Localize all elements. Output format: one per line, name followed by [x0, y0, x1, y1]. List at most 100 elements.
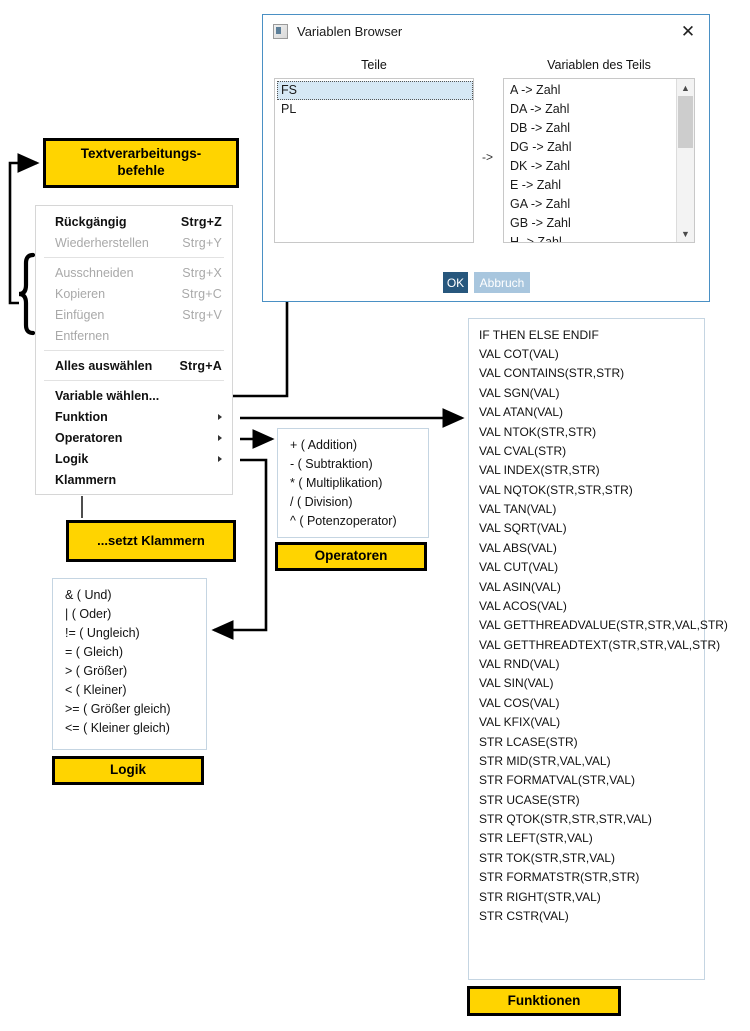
list-item[interactable]: DK -> Zahl: [510, 159, 571, 173]
menu-item-label: Kopieren: [55, 286, 106, 301]
cancel-button[interactable]: Abbruch: [474, 272, 530, 293]
operatoren-list[interactable]: + ( Addition) - ( Subtraktion) * ( Multi…: [277, 428, 429, 538]
list-item[interactable]: STR LEFT(STR,VAL): [479, 831, 593, 846]
list-item[interactable]: VAL ACOS(VAL): [479, 598, 567, 613]
chevron-right-icon: [218, 434, 222, 441]
menu-item-accel: Strg+A: [179, 358, 222, 373]
list-item[interactable]: > ( Größer): [65, 663, 128, 678]
menu-item-label: Operatoren: [55, 430, 123, 445]
list-item[interactable]: VAL GETTHREADTEXT(STR,STR,VAL,STR): [479, 637, 721, 652]
list-item[interactable]: VAL CONTAINS(STR,STR): [479, 366, 625, 381]
menu-item-wiederherstellen: Wiederherstellen Strg+Y: [36, 232, 232, 253]
menu-item-label: Einfügen: [55, 307, 105, 322]
funktionen-list[interactable]: IF THEN ELSE ENDIF VAL COT(VAL) VAL CONT…: [468, 318, 728, 980]
list-item[interactable]: DB -> Zahl: [510, 121, 571, 135]
list-item[interactable]: STR TOK(STR,STR,VAL): [479, 850, 616, 865]
list-item[interactable]: VAL INDEX(STR,STR): [479, 463, 600, 478]
list-item[interactable]: IF THEN ELSE ENDIF: [479, 327, 599, 342]
list-item[interactable]: != ( Ungleich): [65, 625, 140, 640]
list-item[interactable]: STR CSTR(VAL): [479, 908, 569, 923]
parts-listbox[interactable]: FS PL: [274, 78, 474, 243]
menu-item-variable-waehlen[interactable]: Variable wählen...: [36, 385, 232, 406]
menu-item-klammern[interactable]: Klammern: [36, 469, 232, 490]
list-item[interactable]: PL: [281, 102, 297, 116]
list-item[interactable]: VAL CUT(VAL): [479, 560, 559, 575]
list-item[interactable]: E -> Zahl: [510, 178, 562, 192]
menu-item-logik[interactable]: Logik: [36, 448, 232, 469]
transfer-arrow-marker: ->: [482, 150, 494, 164]
list-item[interactable]: A -> Zahl: [510, 83, 561, 97]
list-item[interactable]: / ( Division): [290, 494, 353, 509]
menu-item-label: Funktion: [55, 409, 108, 424]
list-item[interactable]: | ( Oder): [65, 606, 112, 621]
list-item[interactable]: VAL COT(VAL): [479, 347, 559, 362]
list-item[interactable]: VAL RND(VAL): [479, 657, 560, 672]
ok-button[interactable]: OK: [443, 272, 468, 293]
chevron-down-icon[interactable]: ▼: [677, 225, 694, 242]
scrollbar-thumb[interactable]: [678, 96, 693, 148]
menu-item-label: Klammern: [55, 472, 117, 487]
column-header-teile: Teile: [361, 58, 387, 72]
menu-item-funktion[interactable]: Funktion: [36, 406, 232, 427]
menu-item-operatoren[interactable]: Operatoren: [36, 427, 232, 448]
list-item[interactable]: * ( Multiplikation): [290, 475, 383, 490]
list-item[interactable]: STR MID(STR,VAL,VAL): [479, 753, 611, 768]
list-item[interactable]: VAL ASIN(VAL): [479, 579, 561, 594]
list-item[interactable]: DG -> Zahl: [510, 140, 572, 154]
menu-item-accel: Strg+X: [182, 265, 222, 280]
close-icon[interactable]: ✕: [680, 21, 696, 41]
menu-item-label: Alles auswählen: [55, 358, 153, 373]
annotation-logik: Logik: [52, 756, 204, 785]
list-item[interactable]: GA -> Zahl: [510, 197, 571, 211]
menu-item-kopieren: Kopieren Strg+C: [36, 283, 232, 304]
menu-item-label: Entfernen: [55, 328, 110, 343]
list-item[interactable]: + ( Addition): [290, 437, 358, 452]
list-item[interactable]: VAL GETTHREADVALUE(STR,STR,VAL,STR): [479, 618, 728, 633]
list-item[interactable]: STR FORMATSTR(STR,STR): [479, 870, 640, 885]
list-item[interactable]: ^ ( Potenzoperator): [290, 513, 397, 528]
context-menu[interactable]: Rückgängig Strg+Z Wiederherstellen Strg+…: [35, 205, 233, 495]
list-item[interactable]: VAL SIN(VAL): [479, 676, 554, 691]
list-item[interactable]: STR RIGHT(STR,VAL): [479, 889, 601, 904]
variables-list-inner: A -> Zahl DA -> Zahl DB -> Zahl DG -> Za…: [504, 79, 677, 243]
list-item[interactable]: VAL NQTOK(STR,STR,STR): [479, 482, 633, 497]
dialog-titlebar[interactable]: Variablen Browser ✕: [263, 15, 709, 47]
list-item[interactable]: - ( Subtraktion): [290, 456, 373, 471]
menu-item-rueckgaengig[interactable]: Rückgängig Strg+Z: [36, 211, 232, 232]
parts-list-inner: FS PL: [275, 79, 473, 119]
list-item[interactable]: VAL KFIX(VAL): [479, 715, 561, 730]
list-item[interactable]: STR FORMATVAL(STR,VAL): [479, 773, 636, 788]
list-item[interactable]: VAL ABS(VAL): [479, 540, 557, 555]
window-app-icon: [273, 23, 288, 39]
menu-item-accel: Strg+Y: [182, 235, 222, 250]
list-item[interactable]: = ( Gleich): [65, 644, 124, 659]
menu-item-label: Wiederherstellen: [55, 235, 149, 250]
annotation-funktionen: Funktionen: [467, 986, 621, 1016]
list-item[interactable]: VAL ATAN(VAL): [479, 405, 564, 420]
chevron-up-icon[interactable]: ▲: [677, 79, 694, 96]
list-item[interactable]: >= ( Größer gleich): [65, 701, 171, 716]
list-item[interactable]: VAL SQRT(VAL): [479, 521, 567, 536]
list-item[interactable]: VAL TAN(VAL): [479, 502, 557, 517]
list-item[interactable]: < ( Kleiner): [65, 682, 127, 697]
list-item[interactable]: VAL COS(VAL): [479, 695, 560, 710]
variables-listbox[interactable]: A -> Zahl DA -> Zahl DB -> Zahl DG -> Za…: [503, 78, 695, 243]
list-item[interactable]: GB -> Zahl: [510, 216, 571, 230]
list-item[interactable]: FS: [277, 81, 473, 100]
column-header-variablen: Variablen des Teils: [547, 58, 651, 72]
list-item[interactable]: STR QTOK(STR,STR,STR,VAL): [479, 812, 652, 827]
list-item[interactable]: STR UCASE(STR): [479, 792, 580, 807]
list-item[interactable]: H -> Zahl: [510, 235, 562, 243]
list-item[interactable]: VAL SGN(VAL): [479, 385, 560, 400]
menu-item-alles-auswaehlen[interactable]: Alles auswählen Strg+A: [36, 355, 232, 376]
list-item[interactable]: DA -> Zahl: [510, 102, 570, 116]
list-item[interactable]: & ( Und): [65, 587, 112, 602]
variables-scrollbar[interactable]: ▲ ▼: [676, 79, 694, 242]
list-item[interactable]: STR LCASE(STR): [479, 734, 578, 749]
annotation-line-1: Textverarbeitungs-: [80, 146, 202, 162]
list-item[interactable]: VAL NTOK(STR,STR): [479, 424, 597, 439]
list-item[interactable]: VAL CVAL(STR): [479, 443, 567, 458]
logik-list[interactable]: & ( Und) | ( Oder) != ( Ungleich) = ( Gl…: [52, 578, 207, 750]
list-item[interactable]: <= ( Kleiner gleich): [65, 720, 170, 735]
menu-item-label: Rückgängig: [55, 214, 127, 229]
